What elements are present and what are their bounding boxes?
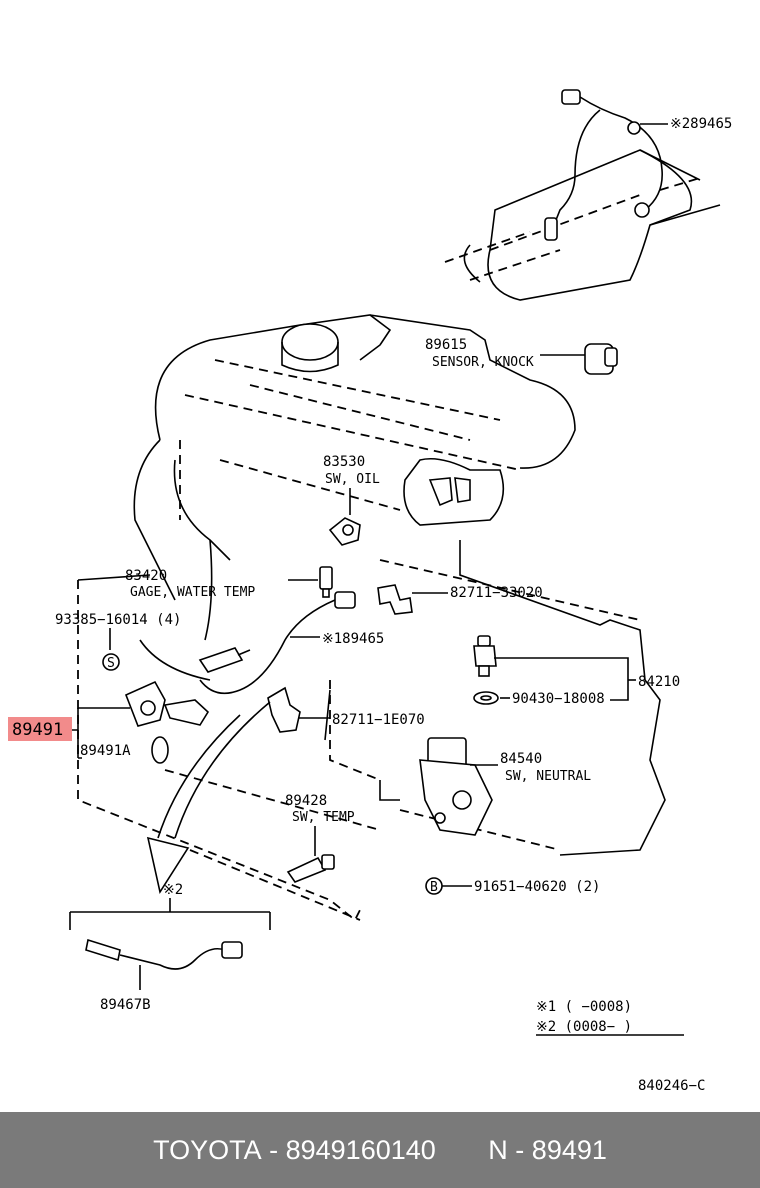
knock-sensor-89615[interactable]	[584, 343, 618, 375]
s-mark-icon	[102, 653, 120, 671]
footer-n-value[interactable]: 89491	[531, 1134, 607, 1165]
label-83420: 83420	[125, 568, 167, 584]
label-sensor-knock: SENSOR, KNOCK	[432, 355, 534, 370]
footer-gap	[436, 1135, 489, 1166]
label-84540: 84540	[500, 751, 542, 767]
label-82711-33020: 82711−33020	[450, 585, 543, 601]
label-sw-oil: SW, OIL	[325, 472, 380, 487]
oxygen-sensor-189465[interactable]	[198, 591, 356, 695]
label-289465: ※289465	[670, 116, 732, 132]
label-star2: ※2	[163, 882, 183, 898]
note-2: ※2 (0008− )	[536, 1019, 632, 1035]
label-189465: ※189465	[322, 631, 384, 647]
label-sw-temp: SW, TEMP	[292, 810, 355, 825]
label-89467b: 89467B	[100, 997, 151, 1013]
label-90430-18008: 90430−18008	[512, 691, 605, 707]
parts-diagram: ※289465 89615 SENSOR, KNOCK 8	[8, 89, 732, 1094]
drawing-number: 840246−C	[638, 1078, 705, 1094]
footer-n-label: N	[488, 1134, 508, 1165]
footer-sep: -	[261, 1134, 286, 1165]
label-82711-1E070: 82711−1E070	[332, 712, 425, 728]
label-89491[interactable]: 89491	[12, 720, 63, 740]
note-1: ※1 ( −0008)	[536, 999, 632, 1015]
oxygen-sensor-289465[interactable]	[544, 89, 663, 241]
footer-bar: TOYOTA - 8949160140 N - 89491	[0, 1112, 760, 1188]
engine-block-drawing	[77, 314, 666, 922]
label-gage-water-temp: GAGE, WATER TEMP	[130, 585, 255, 600]
label-89615: 89615	[425, 337, 467, 353]
neutral-switch-84540[interactable]	[419, 737, 493, 836]
label-83530: 83530	[323, 454, 365, 470]
temp-switch-89428[interactable]	[286, 854, 335, 883]
speed-sensor-84210[interactable]	[473, 635, 497, 677]
label-84210: 84210	[638, 674, 680, 690]
label-91651-40620: 91651−40620 (2)	[474, 879, 600, 895]
footer-part-number[interactable]: 8949160140	[285, 1134, 436, 1165]
oxygen-sensor-89467b[interactable]	[85, 938, 243, 970]
part-highlight	[8, 717, 72, 741]
label-s-mark: S	[107, 656, 115, 671]
label-sw-neutral: SW, NEUTRAL	[505, 769, 591, 784]
footer-brand: TOYOTA	[153, 1134, 262, 1165]
gasket-89491a[interactable]	[151, 736, 169, 764]
wire-clamp-82711-1E070[interactable]	[267, 686, 301, 733]
label-89491a: 89491A	[80, 743, 131, 759]
label-93385-16014: 93385−16014 (4)	[55, 612, 181, 628]
wire-clamp-82711-33020[interactable]	[377, 584, 413, 615]
arrow-pointer-icon	[146, 836, 190, 895]
footer-sep: -	[507, 1134, 532, 1165]
label-89428: 89428	[285, 793, 327, 809]
oxygen-sensor-89491[interactable]	[124, 680, 210, 727]
water-temp-gage-sender-83420[interactable]	[319, 566, 333, 598]
oil-pressure-switch-83530[interactable]	[328, 517, 361, 546]
o-ring-90430-18008[interactable]	[473, 691, 499, 705]
label-b-mark: B	[430, 880, 438, 895]
exhaust-pipe-drawing	[444, 149, 721, 301]
